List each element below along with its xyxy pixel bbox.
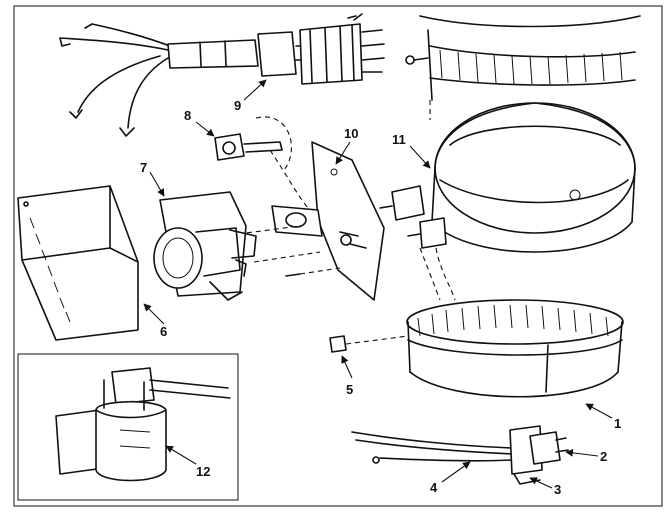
upper-band-segment <box>405 15 641 120</box>
callout-10: 10 <box>344 126 358 141</box>
wire-lead-connector <box>351 425 569 485</box>
callout-3: 3 <box>554 482 561 497</box>
screw-part <box>285 267 409 353</box>
callout-12: 12 <box>196 464 210 479</box>
wiring-harness-plug <box>59 13 385 137</box>
diagram-border <box>13 5 663 507</box>
callout-4: 4 <box>430 480 438 495</box>
callout-2: 2 <box>600 449 607 464</box>
callout-6: 6 <box>160 324 167 339</box>
callout-9: 9 <box>234 98 241 113</box>
callout-8: 8 <box>184 108 191 123</box>
callout-labels: 9 8 10 11 7 6 5 1 2 3 4 12 <box>140 79 621 497</box>
callout-7: 7 <box>140 160 147 175</box>
mounting-bracket <box>237 141 385 301</box>
callout-5: 5 <box>346 382 353 397</box>
callout-11: 11 <box>392 132 406 147</box>
screw-icon <box>405 55 415 65</box>
switch-assembly <box>153 191 321 301</box>
inset-panel <box>17 353 239 501</box>
control-knob <box>214 116 311 211</box>
cover-box <box>17 185 139 341</box>
callout-1: 1 <box>614 416 621 431</box>
dome-container <box>379 102 636 301</box>
lower-band <box>406 299 624 398</box>
